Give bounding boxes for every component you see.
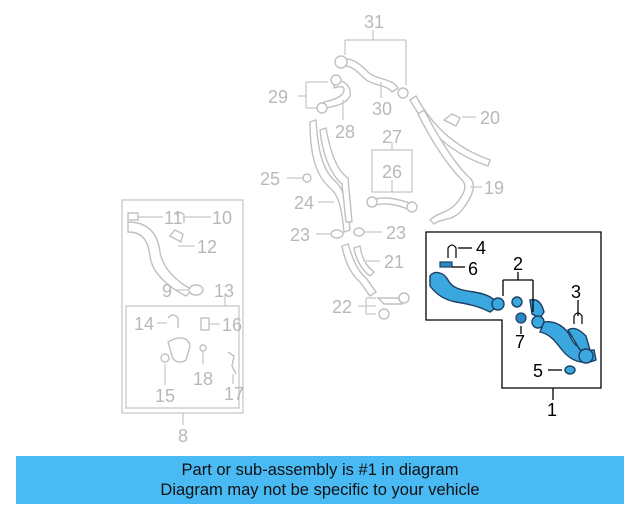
info-banner: Part or sub-assembly is #1 in diagram Di… — [16, 456, 624, 504]
callout-23-right[interactable]: 23 — [386, 223, 406, 243]
callout-16[interactable]: 16 — [222, 315, 242, 335]
callout-12[interactable]: 12 — [197, 237, 217, 257]
callout-22[interactable]: 22 — [332, 297, 352, 317]
callout-14[interactable]: 14 — [134, 314, 154, 334]
callout-1[interactable]: 1 — [547, 400, 557, 420]
callout-4[interactable]: 4 — [476, 238, 486, 258]
callout-17[interactable]: 17 — [224, 384, 244, 404]
callout-13[interactable]: 13 — [214, 281, 234, 301]
assembly-1-group — [425, 231, 602, 400]
parts-diagram: 11 10 12 9 13 14 16 15 18 17 8 — [121, 12, 602, 446]
banner-line-1: Part or sub-assembly is #1 in diagram — [181, 461, 459, 479]
banner-line-2: Diagram may not be specific to your vehi… — [160, 481, 480, 499]
part-hose-assembly-shape[interactable] — [429, 271, 499, 313]
callout-31[interactable]: 31 — [364, 12, 384, 32]
callout-25[interactable]: 25 — [260, 169, 280, 189]
callout-29[interactable]: 29 — [268, 87, 288, 107]
callout-23-left[interactable]: 23 — [290, 225, 310, 245]
callout-18[interactable]: 18 — [193, 369, 213, 389]
callout-15[interactable]: 15 — [155, 386, 175, 406]
callout-24[interactable]: 24 — [294, 193, 314, 213]
subassembly-8-group — [121, 199, 244, 425]
callout-27[interactable]: 27 — [382, 127, 402, 147]
callout-11[interactable]: 11 — [164, 208, 183, 228]
callout-21[interactable]: 21 — [384, 252, 404, 272]
callout-6[interactable]: 6 — [468, 259, 478, 279]
callout-28[interactable]: 28 — [335, 122, 355, 142]
part-hose-11-shape[interactable] — [127, 221, 194, 297]
callout-26[interactable]: 26 — [382, 162, 402, 182]
background-parts-group — [287, 30, 491, 320]
callout-3[interactable]: 3 — [571, 282, 581, 302]
callout-9[interactable]: 9 — [162, 281, 172, 301]
callout-19[interactable]: 19 — [484, 178, 504, 198]
callout-7[interactable]: 7 — [515, 332, 525, 352]
callout-20[interactable]: 20 — [480, 108, 500, 128]
callout-2[interactable]: 2 — [513, 254, 523, 274]
callout-10[interactable]: 10 — [212, 208, 232, 228]
callout-30[interactable]: 30 — [372, 99, 392, 119]
callout-8[interactable]: 8 — [178, 426, 188, 446]
callout-5[interactable]: 5 — [533, 361, 543, 381]
